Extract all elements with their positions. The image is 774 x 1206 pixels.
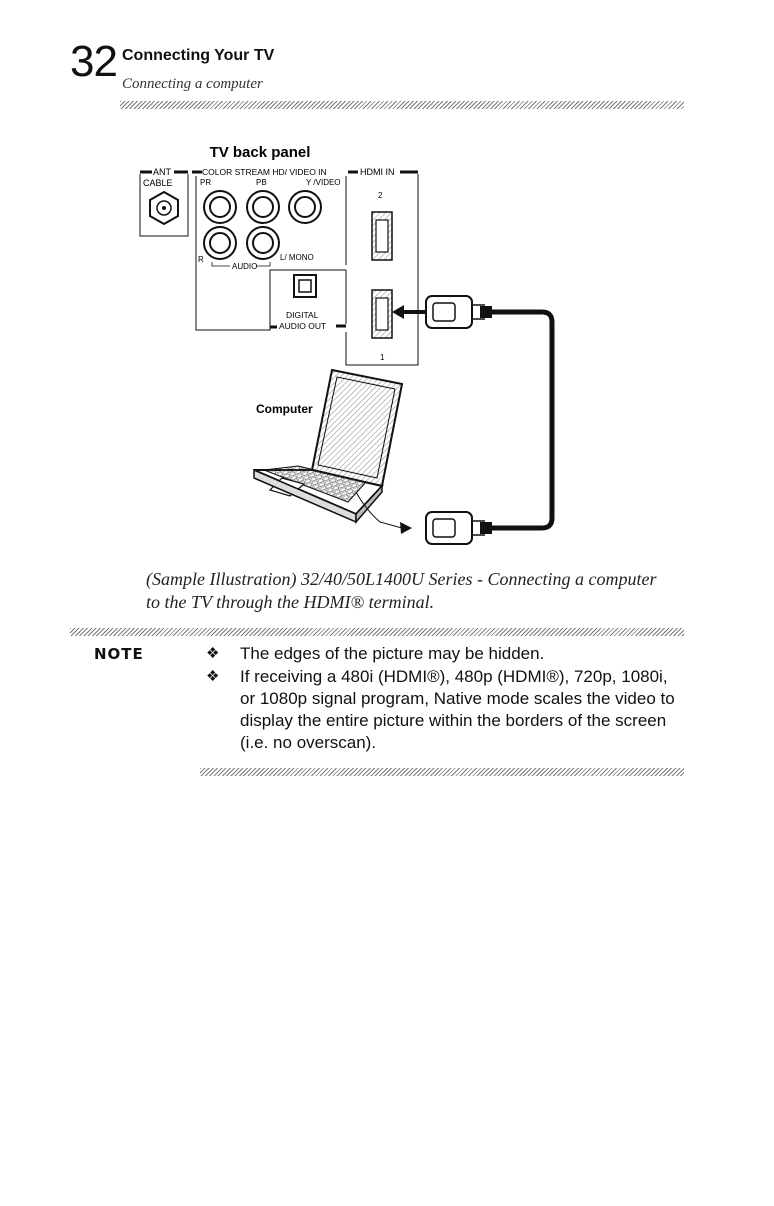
audio-out-label: AUDIO OUT [279,321,326,331]
note-label: NOTE [94,645,144,663]
pb-label: PB [256,178,267,187]
hdmi-port-1-label: 1 [380,353,385,362]
hdmi-cable [490,309,555,531]
ant-cable-section: ANT CABLE [139,167,189,237]
header-rule [120,101,684,109]
audio-label: AUDIO [232,262,257,271]
optical-port-icon [293,274,317,298]
hdmi-port-1-icon [371,289,393,339]
diagram-svg: TV back panel ANT CABLE COLOR STREAM HD/… [139,144,555,545]
hdmi-in-section: HDMI IN 2 1 [345,167,419,366]
hdmi-port-2-label: 2 [378,191,383,200]
panel-title: TV back panel [210,144,311,161]
hdmi-in-label: HDMI IN [360,167,395,177]
connection-diagram: TV back panel ANT CABLE COLOR STREAM HD/… [130,140,570,560]
pr-label: PR [200,178,211,187]
color-stream-label: COLOR STREAM HD/ VIDEO IN [202,167,327,177]
cable-label: CABLE [143,178,173,188]
hdmi-port-2-icon [371,211,393,261]
digital-audio-section: DIGITAL AUDIO OUT [269,269,347,331]
hdmi-plug-upper-icon [425,295,492,329]
arrow-to-hdmi-icon [392,305,430,319]
rca-jack-pb-icon [246,190,280,224]
laptop-computer-icon [253,368,404,525]
rca-jack-pr-icon [203,190,237,224]
note-end-rule [200,768,684,776]
rca-jack-audio-l-icon [246,226,280,260]
figure-caption: (Sample Illustration) 32/40/50L1400U Ser… [146,569,657,612]
coax-connector-icon [149,190,179,226]
hdmi-plug-lower-icon [425,511,492,545]
note-item: ❖ If receiving a 480i (HDMI®), 480p (HDM… [206,666,676,754]
chapter-title: Connecting Your TV [122,47,275,64]
page-number: 32 [70,37,118,86]
note-divider-rule [70,628,684,636]
note-item-text: The edges of the picture may be hidden. [240,644,545,663]
laptop-to-plug-pointer-icon [355,491,412,534]
note-item-text: If receiving a 480i (HDMI®), 480p (HDMI®… [240,667,675,752]
ant-label: ANT [153,167,172,177]
digital-label: DIGITAL [286,310,319,320]
diamond-bullet-icon: ❖ [206,668,220,685]
rca-jack-y-icon [288,190,322,224]
computer-label: Computer [256,402,313,416]
l-mono-label: L/ MONO [280,253,314,262]
note-list: ❖ The edges of the picture may be hidden… [206,643,676,755]
section-title: Connecting a computer [122,76,263,92]
audio-r-label: R [198,255,204,264]
y-video-label: Y /VIDEO [306,178,341,187]
color-stream-section: COLOR STREAM HD/ VIDEO IN PR PB Y /VIDEO [192,167,347,331]
rca-jack-audio-r-icon [203,226,237,260]
diamond-bullet-icon: ❖ [206,645,220,662]
note-item: ❖ The edges of the picture may be hidden… [206,643,676,665]
